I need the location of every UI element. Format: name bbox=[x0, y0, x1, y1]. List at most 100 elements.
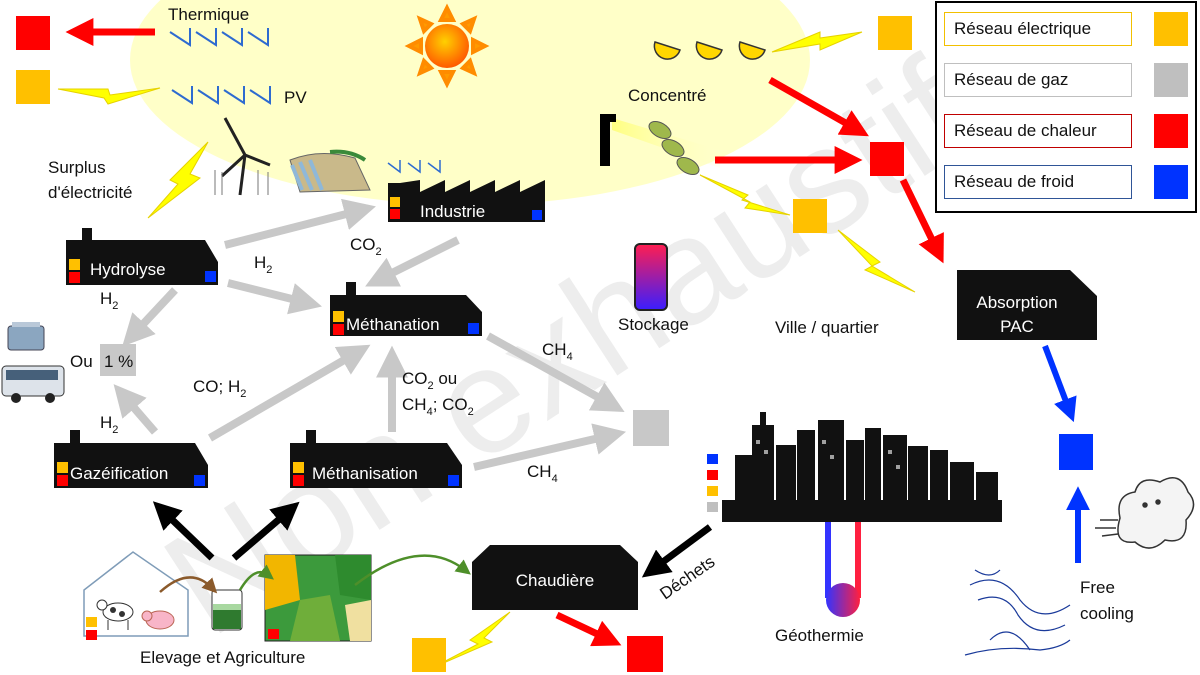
arrow-dishes-to-heat bbox=[768, 76, 869, 137]
digestate-jar-icon bbox=[211, 589, 243, 631]
arrow-agri-to-methanisation bbox=[231, 501, 300, 561]
arrow-dechets bbox=[641, 524, 713, 578]
hydro-dam-icon bbox=[289, 149, 371, 193]
pig-icon bbox=[141, 610, 175, 630]
label-pv: PV bbox=[284, 88, 307, 107]
city-heat-indicator bbox=[707, 470, 718, 480]
electric-network-square-chaudiere bbox=[412, 638, 446, 672]
legend-label: Réseau électrique bbox=[954, 19, 1092, 38]
legend-label: Réseau de froid bbox=[954, 172, 1075, 191]
lightning-tower bbox=[699, 174, 791, 216]
heat-network-square-concentrated bbox=[870, 142, 904, 176]
label-surplus-line1: Surplus bbox=[48, 158, 106, 177]
legend-label-box: Réseau de gaz bbox=[944, 63, 1132, 97]
methanation-building bbox=[330, 282, 482, 336]
legend-row: Réseau de chaleur bbox=[944, 114, 1189, 152]
legend-row: Réseau électrique bbox=[944, 12, 1189, 50]
electric-network-square-pv bbox=[16, 70, 50, 104]
arrow-ch4-methanisation-to-gas bbox=[473, 423, 627, 471]
farm-house-icon bbox=[83, 551, 189, 640]
cow-icon bbox=[96, 599, 134, 630]
label-stockage: Stockage bbox=[618, 315, 689, 334]
arrow-field-to-chaudiere bbox=[354, 554, 471, 586]
label-ville: Ville / quartier bbox=[775, 318, 879, 337]
label-methanisation: Méthanisation bbox=[312, 464, 418, 483]
sun-icon bbox=[404, 3, 490, 89]
lightning-to-city bbox=[837, 229, 916, 293]
arrow-chaudiere-to-heat bbox=[555, 611, 622, 647]
arrow-farm-to-jar bbox=[159, 576, 218, 594]
label-industrie: Industrie bbox=[420, 202, 485, 221]
lightning-surplus bbox=[147, 141, 209, 219]
label-ch4-b: CH4 bbox=[527, 462, 558, 485]
legend-swatch bbox=[1154, 114, 1188, 148]
hydrolyse-building bbox=[66, 228, 218, 285]
solar-thermal-panels-icon bbox=[169, 28, 269, 47]
city-gas-indicator bbox=[707, 502, 718, 512]
city-skyline-icon bbox=[722, 412, 1002, 522]
legend-row: Réseau de froid bbox=[944, 165, 1189, 203]
arrow-h2-gazeification-to-storage bbox=[113, 384, 159, 435]
gas-square-storage bbox=[100, 344, 136, 376]
label-elevage: Elevage et Agriculture bbox=[140, 648, 305, 667]
wind-cloud-icon bbox=[1095, 477, 1195, 549]
electric-network-square-tower bbox=[793, 199, 827, 233]
storage-tank-icon bbox=[634, 243, 668, 311]
label-co-h2: CO; H2 bbox=[193, 377, 246, 400]
sun-glow-area bbox=[130, 0, 810, 205]
label-co2-industrie: CO2 bbox=[350, 235, 382, 258]
field-aerial-icon bbox=[264, 554, 372, 642]
label-h2-b: H2 bbox=[100, 289, 118, 312]
arrow-h2-hydrolyse-to-methanation bbox=[227, 279, 322, 315]
heat-network-square-thermal bbox=[16, 16, 50, 50]
label-thermique: Thermique bbox=[168, 5, 249, 24]
legend-label-box: Réseau électrique bbox=[944, 12, 1132, 46]
label-hydrolyse: Hydrolyse bbox=[90, 260, 166, 279]
label-absorption-line2: PAC bbox=[1000, 317, 1034, 336]
legend-label-box: Réseau de chaleur bbox=[944, 114, 1132, 148]
arrow-h2-hydrolyse-to-industrie bbox=[224, 198, 376, 249]
arrow-ch4-methanation-to-gas bbox=[486, 332, 625, 413]
label-methanation: Méthanation bbox=[346, 315, 440, 334]
label-ou: Ou bbox=[70, 352, 93, 371]
arrow-co-h2-to-methanation bbox=[207, 344, 371, 442]
chaudiere-building bbox=[472, 545, 638, 610]
label-one-pct: 1 % bbox=[104, 352, 133, 371]
pv-panels-icon bbox=[171, 86, 271, 105]
arrow-agri-to-gazeification bbox=[152, 501, 215, 561]
river-map-icon bbox=[964, 569, 1071, 656]
label-gazeification: Gazéification bbox=[70, 464, 168, 483]
label-absorption-line1: Absorption bbox=[976, 293, 1057, 312]
label-h2-a: H2 bbox=[254, 253, 272, 276]
arrow-h2-hydrolyse-to-storage bbox=[122, 287, 178, 347]
wind-turbine-icon bbox=[214, 117, 271, 196]
label-co2-ou: CO2 ou bbox=[402, 369, 457, 392]
legend-swatch bbox=[1154, 63, 1188, 97]
label-surplus-line2: d'électricité bbox=[48, 183, 133, 202]
label-free-line2: cooling bbox=[1080, 604, 1134, 623]
legend-swatch bbox=[1154, 12, 1188, 46]
legend-label: Réseau de gaz bbox=[954, 70, 1069, 89]
geothermal-loop-icon bbox=[825, 522, 861, 617]
label-h2-c: H2 bbox=[100, 413, 118, 436]
label-concentre: Concentré bbox=[628, 86, 706, 105]
arrow-absorption-to-cold bbox=[1042, 344, 1077, 423]
label-geothermie: Géothermie bbox=[775, 626, 864, 645]
gas-network-square bbox=[633, 410, 669, 446]
city-cold-indicator bbox=[707, 454, 718, 464]
electric-network-square-concentrated bbox=[878, 16, 912, 50]
arrow-co2-industrie-to-methanation bbox=[365, 236, 460, 287]
methanisation-building bbox=[290, 430, 462, 488]
industrie-building bbox=[387, 160, 545, 222]
legend-label: Réseau de chaleur bbox=[954, 121, 1097, 140]
legend-swatch bbox=[1154, 165, 1188, 199]
bus-icon bbox=[1, 365, 65, 403]
city-electric-indicator bbox=[707, 486, 718, 496]
legend-row: Réseau de gaz bbox=[944, 63, 1189, 101]
concentrated-solar-dishes-icon bbox=[653, 41, 766, 60]
battery-icon bbox=[7, 322, 45, 351]
arrow-heat-to-absorption bbox=[899, 178, 944, 264]
legend-label-box: Réseau de froid bbox=[944, 165, 1132, 199]
